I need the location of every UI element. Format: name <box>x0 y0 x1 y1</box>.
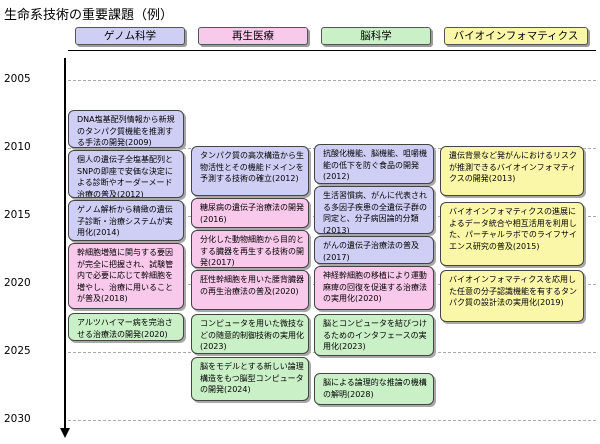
gridline-2005 <box>68 80 596 81</box>
task-box: タンパク質の高次構造から生物活性とその機能ドメインを予測する技術の確立(2012… <box>191 146 309 196</box>
task-box: 分化した動物細胞から目的とする臓器を再生する技術の開発(2017) <box>191 230 309 268</box>
task-box: 糖尿病の遺伝子治療法の開発(2016) <box>191 198 309 228</box>
task-box: バイオインフォマティクスを応用した任意の分子認識機能を有するタンパク質の設計法の… <box>440 270 584 322</box>
year-label-2010: 2010 <box>4 141 31 153</box>
task-box: 神経幹細胞の移植により運動麻痺の回復を促進する治療法の実用化(2020) <box>314 266 434 310</box>
year-label-2020: 2020 <box>4 277 31 289</box>
task-box: 脳をモデルとする新しい論理構造をもつ脳型コンピュータの開発(2024) <box>191 357 309 401</box>
task-box: 胚性幹細胞を用いた腰背臓器の再生治療法の普及(2020) <box>191 270 309 310</box>
page-title: 生命系技術の重要課題（例） <box>4 8 174 23</box>
task-box: がんの遺伝子治療法の普及(2017) <box>314 236 434 264</box>
task-box: 遺伝背景など発がんにおけるリスクが推測できるバイオインフォマティクスの開発(20… <box>440 146 584 196</box>
year-label-2025: 2025 <box>4 345 31 357</box>
task-box: 脳による論理的な推論の機構の解明(2028) <box>314 373 434 405</box>
task-box: 脳とコンピュータを結びつけるためのインタフェースの実用化(2023) <box>314 314 434 356</box>
column-header-bioinfo: バイオインフォマティクス <box>444 27 588 45</box>
time-axis-arrow <box>60 428 70 438</box>
column-header-regen: 再生医療 <box>198 27 308 45</box>
task-box: 幹細胞増殖に関与する要因が完全に把握され、試験管内で必要に応じて幹細胞を増やし、… <box>68 243 184 309</box>
year-label-2030: 2030 <box>4 413 31 425</box>
task-box: 生活習慣病、がんに代表される多因子疾患の全遺伝子群の同定と、分子病因論的分類(2… <box>314 186 434 234</box>
gridline-2030 <box>68 420 596 421</box>
year-label-2005: 2005 <box>4 73 31 85</box>
time-axis <box>64 58 66 430</box>
task-box: コンピュータを用いた微技などの随意的制御技術の実用化(2023) <box>191 314 309 354</box>
task-box: ゲノム解析から精緻の遺伝子診断・治療システムが実用化(2014) <box>68 200 184 241</box>
task-box: バイオインフォマティクスの進展によるデータ統合や相互活用を利用した、パーチャルラ… <box>440 202 584 266</box>
task-box: 抗酸化機能、脳機能、咀嚼機能の低下を防ぐ食品の開発(2012) <box>314 144 434 184</box>
column-header-genome: ゲノム科学 <box>75 27 185 45</box>
task-box: 個人の遺伝子全塩基配列とSNPの即座で安価な決定による診断やオーダーメード治療の… <box>68 150 184 198</box>
year-label-2015: 2015 <box>4 209 31 221</box>
task-box: DNA塩基配列情報から新規のタンパク質機能を推測する手法の開発(2009) <box>68 110 184 148</box>
task-box: アルツハイマー病を完治させる治療法の開発(2020) <box>68 313 184 341</box>
top-divider <box>68 50 596 51</box>
column-header-brain: 脳科学 <box>321 27 431 45</box>
